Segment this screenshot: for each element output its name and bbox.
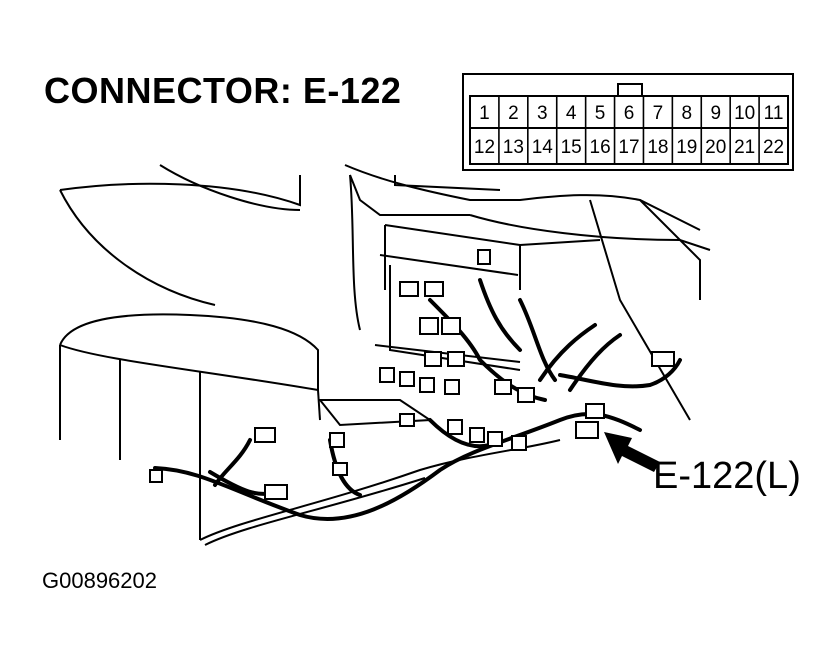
connector-pin-10: 10 — [734, 103, 755, 124]
connector-face — [462, 73, 794, 171]
connector-pin-22: 22 — [763, 137, 784, 158]
connector-pin-8: 8 — [682, 103, 693, 124]
connector-pin-6: 6 — [624, 103, 635, 124]
diagram-title: CONNECTOR: E-122 — [44, 70, 402, 111]
connector-pin-20: 20 — [705, 137, 726, 158]
connector-pin-13: 13 — [503, 137, 524, 158]
harness-connectors — [149, 249, 675, 500]
connector-pin-21: 21 — [734, 137, 755, 158]
connector-pin-1: 1 — [479, 103, 490, 124]
connector-pin-11: 11 — [764, 103, 784, 124]
connector-pin-5: 5 — [595, 103, 606, 124]
connector-pin-9: 9 — [710, 103, 721, 124]
center-console — [59, 313, 561, 546]
connector-pin-16: 16 — [590, 137, 611, 158]
connector-pin-19: 19 — [676, 137, 697, 158]
pointer-arrow — [604, 432, 660, 472]
connector-pin-2: 2 — [508, 103, 519, 124]
connector-pin-7: 7 — [653, 103, 664, 124]
dashboard-outline — [59, 164, 711, 421]
connector-pin-3: 3 — [537, 103, 548, 124]
connector-pin-4: 4 — [566, 103, 577, 124]
connector-pin-17: 17 — [618, 137, 639, 158]
connector-pin-14: 14 — [532, 137, 554, 158]
connector-pin-15: 15 — [561, 137, 582, 158]
connector-callout-label: E-122(L) — [653, 455, 801, 497]
connector-pin-18: 18 — [647, 137, 668, 158]
figure-id: G00896202 — [42, 568, 157, 593]
wire-harness — [153, 278, 682, 521]
connector-pin-12: 12 — [474, 137, 495, 158]
